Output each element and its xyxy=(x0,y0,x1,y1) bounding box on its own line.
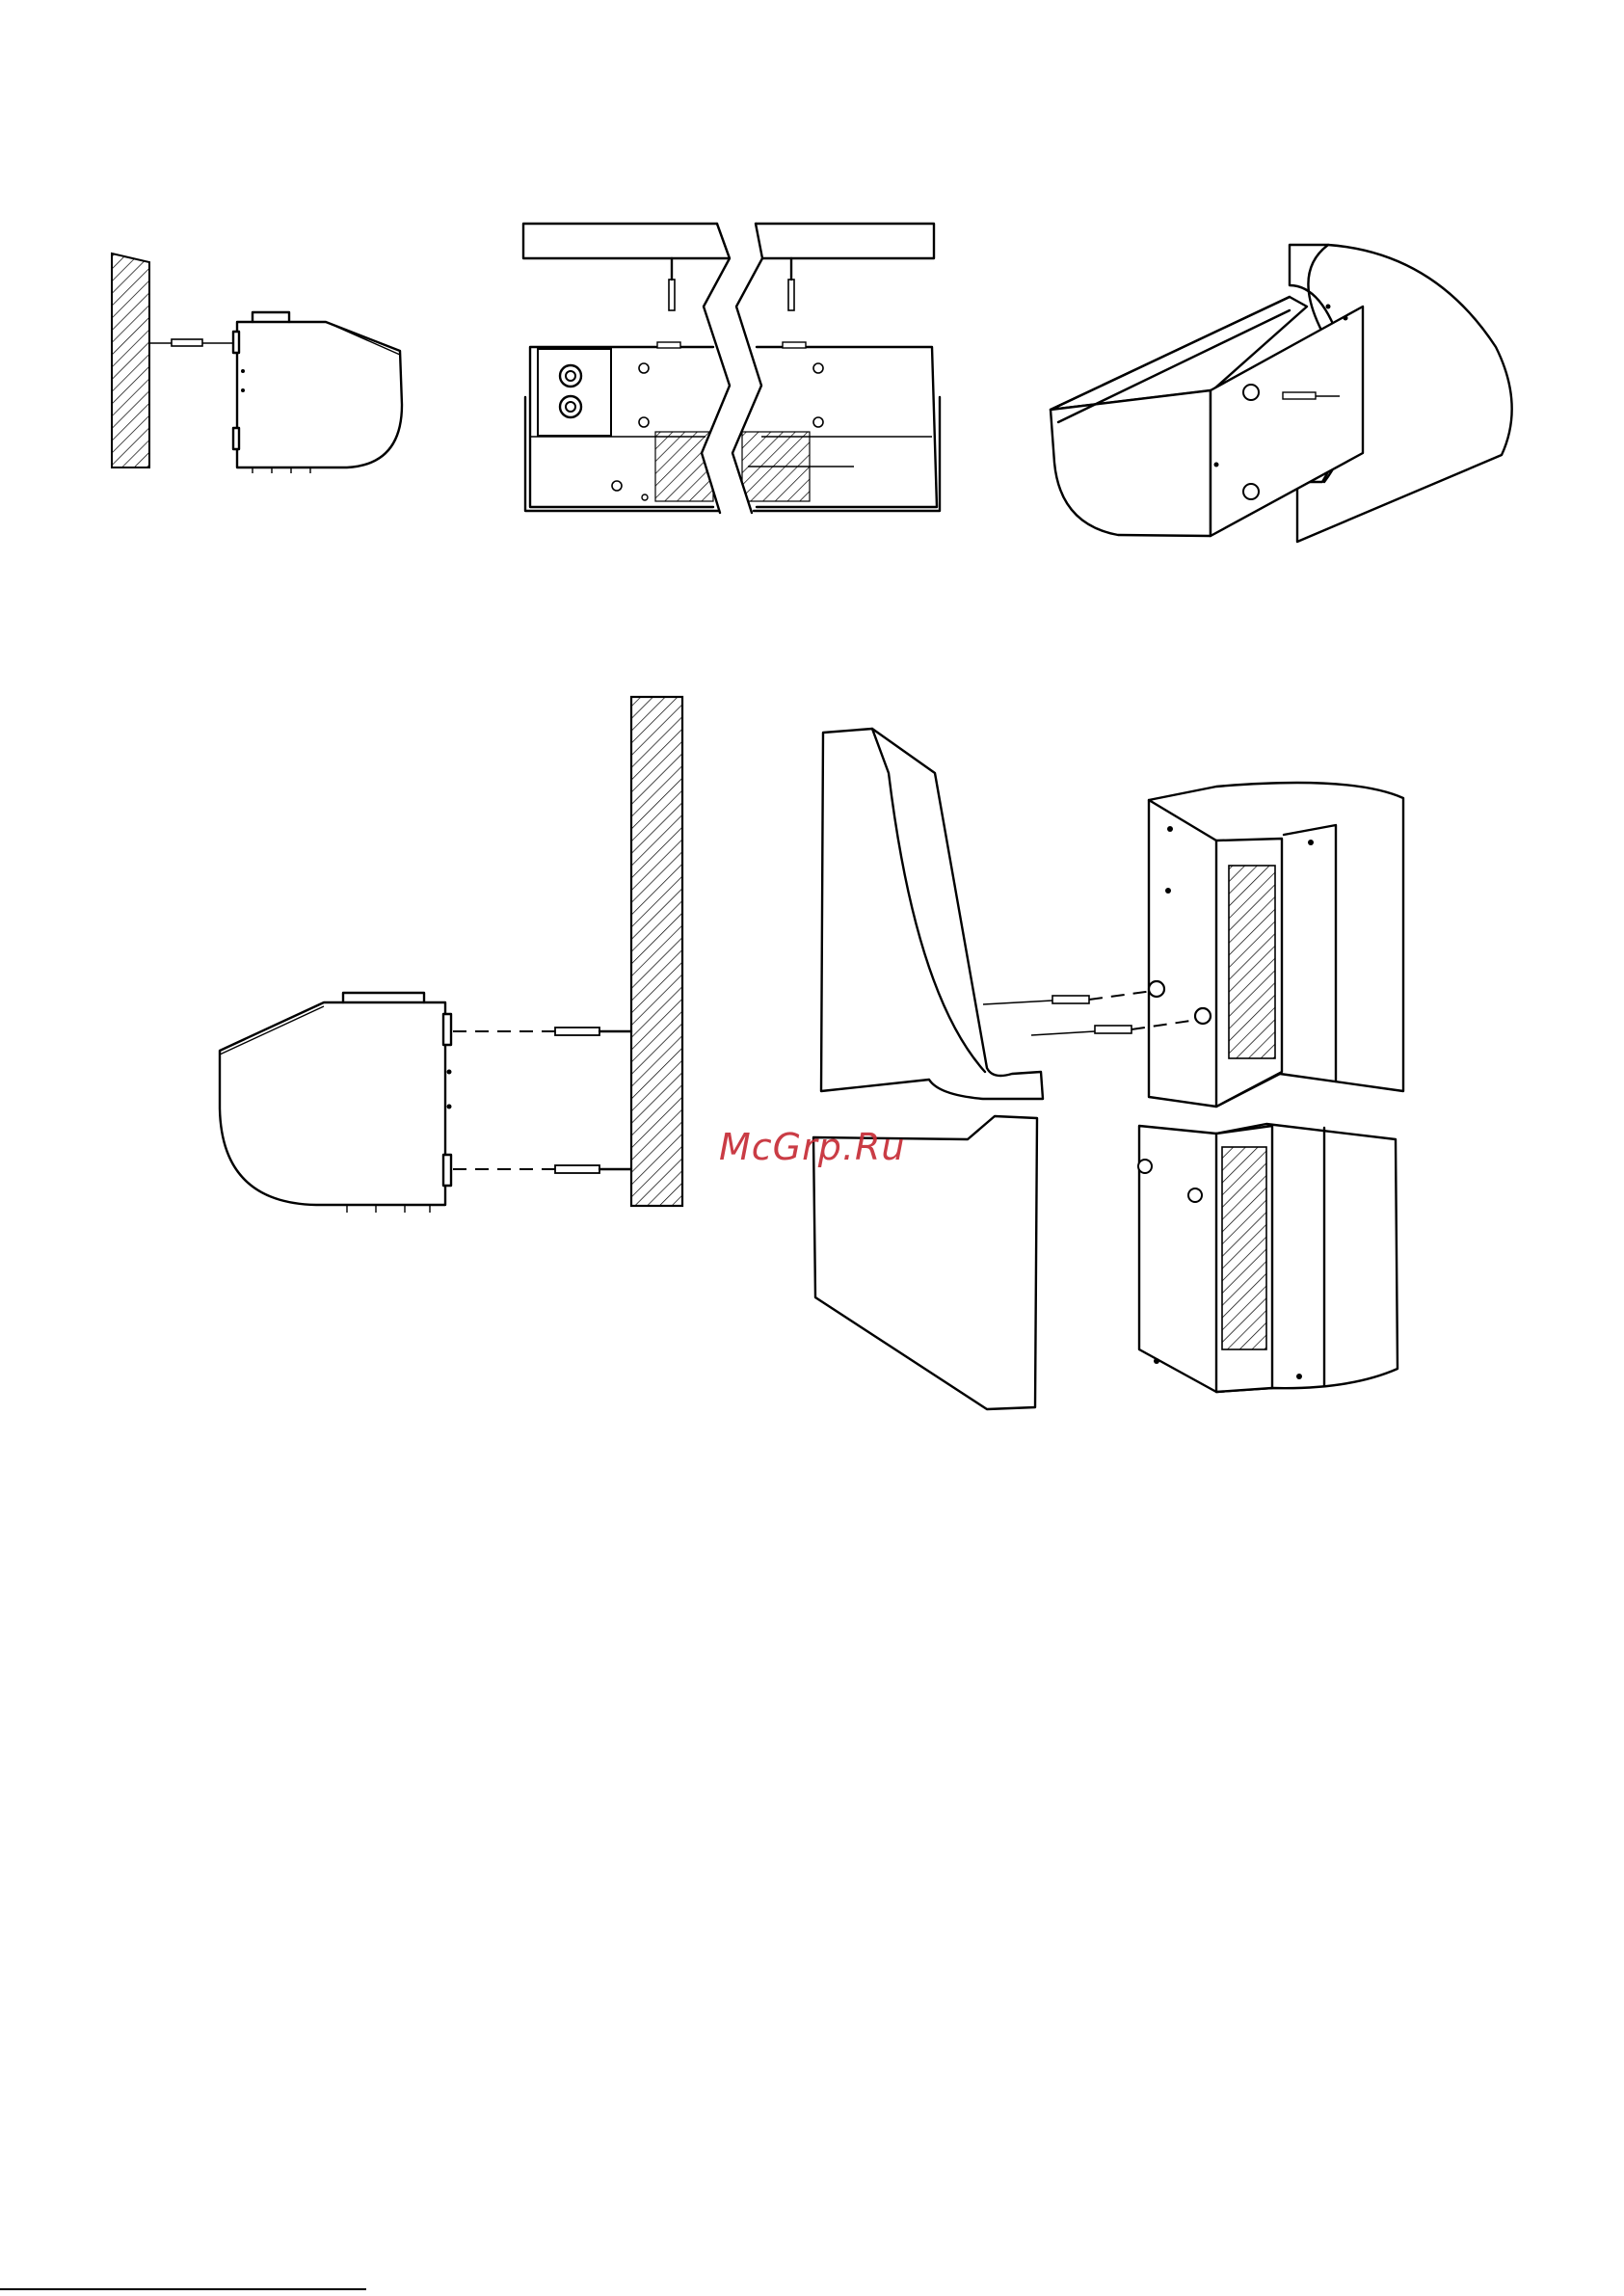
fig-3-wall-mount-isometric xyxy=(1051,245,1512,542)
fig-5-vertical-mount-isometric xyxy=(813,729,1403,1409)
watermark-text: McGrp.Ru xyxy=(719,1126,905,1168)
screw-icon xyxy=(172,339,202,346)
fig-2-ceiling-suspension xyxy=(523,224,940,513)
screw-icon xyxy=(1095,1026,1131,1033)
ceiling-right xyxy=(756,224,934,258)
screw-icon xyxy=(1283,392,1316,399)
ceiling-left xyxy=(523,224,730,258)
unit-body xyxy=(220,1002,445,1205)
screw-icon xyxy=(555,1165,599,1173)
wall-hatched xyxy=(112,254,149,467)
unit-body xyxy=(237,322,402,467)
screw-icon xyxy=(555,1028,599,1035)
wall-hatched xyxy=(631,697,682,1206)
fig-4-wall-side-mount-large xyxy=(220,697,682,1213)
fig-1-wall-side-mount xyxy=(112,254,402,473)
wall-block-upper xyxy=(821,729,1043,1099)
screw-icon xyxy=(1052,996,1089,1003)
footer-rule xyxy=(0,2288,366,2290)
control-panel xyxy=(538,349,611,436)
